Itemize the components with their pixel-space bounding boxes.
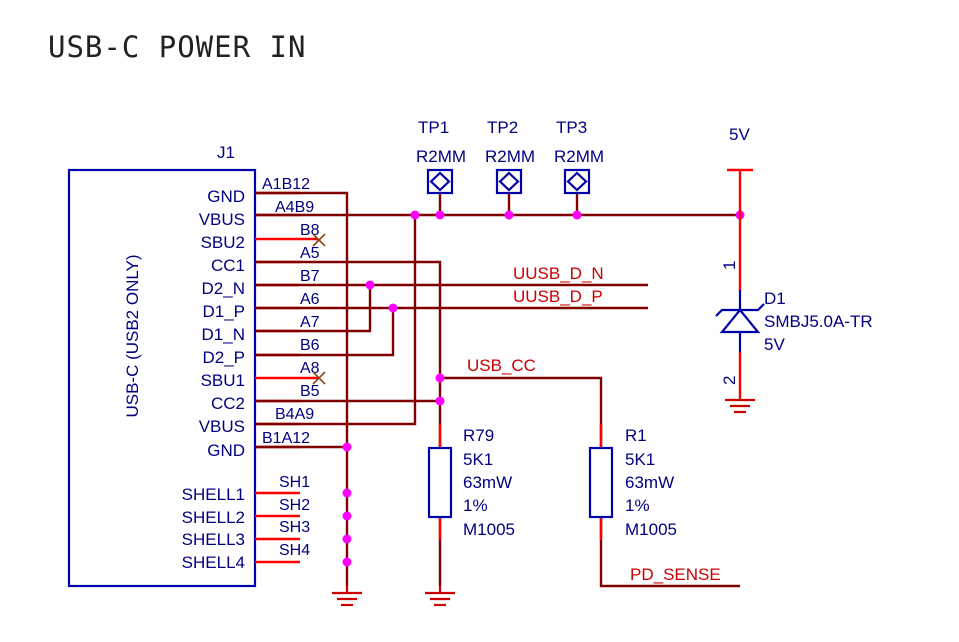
diode-part: SMBJ5.0A-TR <box>764 312 873 331</box>
resistor-r79: R79 5K1 63mW 1% M1005 <box>427 424 515 540</box>
ground-symbol-connector <box>332 586 362 607</box>
pin-number: A5 <box>300 245 320 262</box>
pin-name: GND <box>207 187 245 206</box>
pin-name: SHELL3 <box>182 530 245 549</box>
pin-name: D1_N <box>202 325 245 344</box>
test-point-ref: TP2 <box>487 118 518 137</box>
test-point-value: R2MM <box>416 147 466 166</box>
connector-value: USB-C (USB2 ONLY) <box>123 254 142 417</box>
pin-number: SH3 <box>279 519 310 536</box>
pin-name: SHELL4 <box>182 553 245 572</box>
resistor-power: 63mW <box>625 473 674 492</box>
pin-number: A8 <box>300 360 320 377</box>
pin-name: SBU2 <box>201 233 245 252</box>
pin-number: B5 <box>300 383 320 400</box>
resistor-package: M1005 <box>625 520 677 539</box>
ground-symbol-diode <box>725 398 755 414</box>
pin-number: B6 <box>300 337 320 354</box>
pin-number: A6 <box>300 291 320 308</box>
junction-dots <box>342 210 745 567</box>
pin-name: D1_P <box>202 302 245 321</box>
test-point-tp3: TP3 R2MM <box>554 118 604 195</box>
resistor-power: 63mW <box>463 473 512 492</box>
pin-name: VBUS <box>199 417 245 436</box>
net-label-pd-sense: PD_SENSE <box>630 565 721 584</box>
power-port-5v: 5V <box>727 125 753 215</box>
net-label-d-p: UUSB_D_P <box>513 287 603 306</box>
resistor-value: 5K1 <box>463 450 493 469</box>
test-point-ref: TP3 <box>556 118 587 137</box>
pin-number: SH2 <box>279 497 310 514</box>
ground-symbol-r79 <box>425 586 455 607</box>
diode-value: 5V <box>764 335 785 354</box>
pin-name: SHELL2 <box>182 508 245 527</box>
pin-number: SH4 <box>279 542 310 559</box>
diode-pin1: 1 <box>720 261 739 270</box>
pin-number: A7 <box>300 314 320 331</box>
test-point-value: R2MM <box>485 147 535 166</box>
test-point-ref: TP1 <box>418 118 449 137</box>
resistor-ref: R1 <box>625 426 647 445</box>
pin-name: CC1 <box>211 256 245 275</box>
pin-name: VBUS <box>199 210 245 229</box>
pin-number: A4B9 <box>275 199 314 216</box>
resistor-value: 5K1 <box>625 450 655 469</box>
resistor-package: M1005 <box>463 520 515 539</box>
pin-name: D2_P <box>202 348 245 367</box>
no-connect-a8 <box>312 371 326 385</box>
diode-d1: 1 2 D1 SMBJ5.0A-TR 5V <box>715 215 873 400</box>
pin-name: SHELL1 <box>182 485 245 504</box>
pin-name: GND <box>207 441 245 460</box>
resistor-ref: R79 <box>463 426 494 445</box>
pin-number: B4A9 <box>275 406 314 423</box>
power-label: 5V <box>729 125 750 144</box>
no-connect-b8 <box>312 233 326 247</box>
test-point-tp2: TP2 R2MM <box>485 118 535 195</box>
pin-name: SBU1 <box>201 371 245 390</box>
test-point-tp1: TP1 R2MM <box>416 118 466 195</box>
resistor-tolerance: 1% <box>463 496 488 515</box>
connector-ref: J1 <box>217 143 235 162</box>
pin-number: A1B12 <box>262 176 310 193</box>
test-point-value: R2MM <box>554 147 604 166</box>
pin-number: B7 <box>300 268 320 285</box>
net-label-d-n: UUSB_D_N <box>513 264 604 283</box>
pin-name: CC2 <box>211 394 245 413</box>
diode-ref: D1 <box>764 289 786 308</box>
resistor-r1: R1 5K1 63mW 1% M1005 <box>588 424 677 540</box>
pin-number: B8 <box>300 222 320 239</box>
page-title: USB-C POWER IN <box>48 30 307 64</box>
net-label-cc: USB_CC <box>467 356 536 375</box>
pin-number: SH1 <box>279 474 310 491</box>
wires <box>255 191 740 588</box>
pin-name: D2_N <box>202 279 245 298</box>
pin-number: B1A12 <box>262 430 310 447</box>
resistor-tolerance: 1% <box>625 496 650 515</box>
diode-pin2: 2 <box>720 376 739 385</box>
